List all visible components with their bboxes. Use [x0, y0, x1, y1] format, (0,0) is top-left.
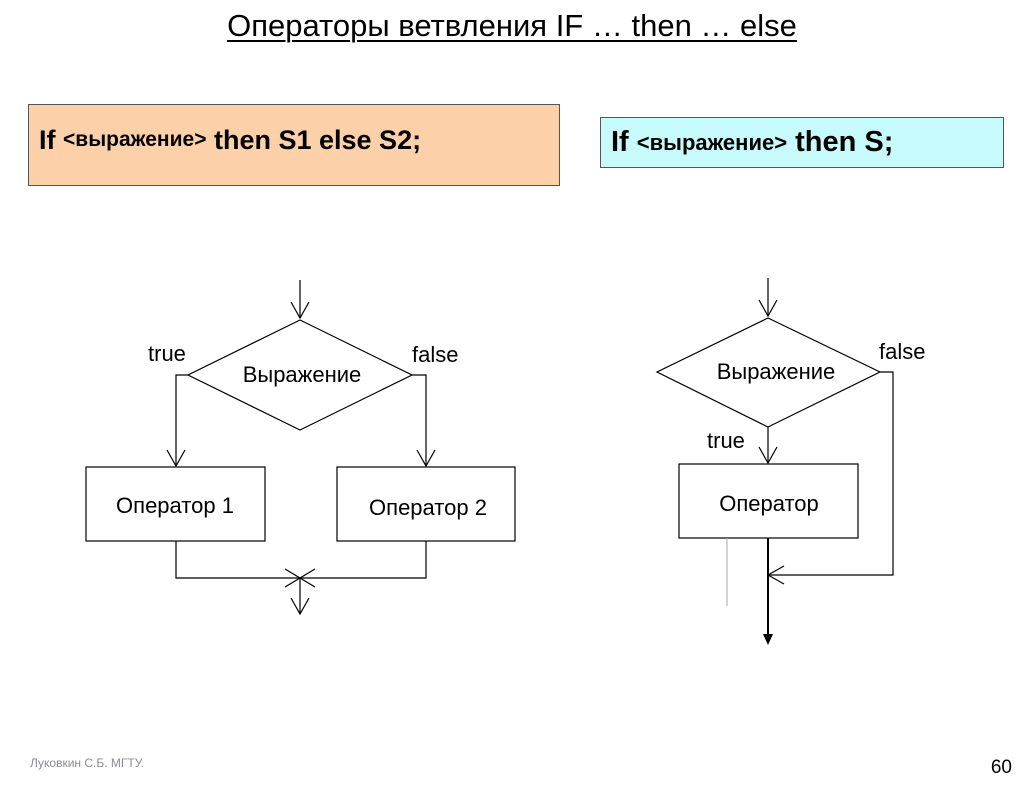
statement-2-label: Оператор 2: [369, 495, 487, 520]
keyword-if: If: [39, 124, 56, 155]
syntax-if-then: If <выражение> then S;: [600, 117, 1004, 168]
syntax-if-then-else: If <выражение> then S1 else S2;: [28, 104, 560, 186]
expression-placeholder: <выражение>: [63, 128, 207, 151]
false-branch-arrowhead: [416, 449, 436, 468]
slide-title: Операторы ветвления IF … then … else: [227, 8, 797, 43]
decision-diamond: [186, 319, 414, 431]
entry-arrowhead: [290, 301, 310, 320]
false-label: false: [412, 342, 458, 367]
true-label: true: [707, 428, 745, 453]
false-bypass-line: [768, 371, 894, 576]
condition-label: Выражение: [243, 362, 362, 387]
syntax-tail: then S;: [795, 126, 894, 158]
true-branch-arrowhead: [758, 446, 778, 465]
syntax-tail: then S1 else S2;: [213, 124, 422, 155]
statement-1-label: Оператор 1: [116, 493, 234, 518]
true-label: true: [148, 341, 186, 366]
flowchart-if-then: [655, 278, 894, 634]
merge-line-left: [175, 541, 300, 579]
exit-arrowhead: [763, 634, 773, 645]
true-branch-line: [175, 374, 188, 466]
true-branch-arrowhead: [166, 449, 186, 468]
flowchart-if-then-else: [85, 280, 516, 616]
condition-label: Выражение: [717, 359, 836, 384]
footer-author: Луковкин С.Б. МГТУ.: [30, 756, 145, 770]
merge-line-right: [300, 541, 427, 579]
false-label: false: [879, 339, 925, 364]
expression-placeholder: <выражение>: [636, 129, 788, 155]
page-number: 60: [990, 757, 1012, 778]
exit-arrowhead: [290, 597, 310, 616]
statement-label: Оператор: [719, 491, 819, 516]
entry-arrowhead: [758, 299, 778, 318]
keyword-if: If: [611, 126, 629, 158]
false-branch-line: [412, 374, 427, 466]
